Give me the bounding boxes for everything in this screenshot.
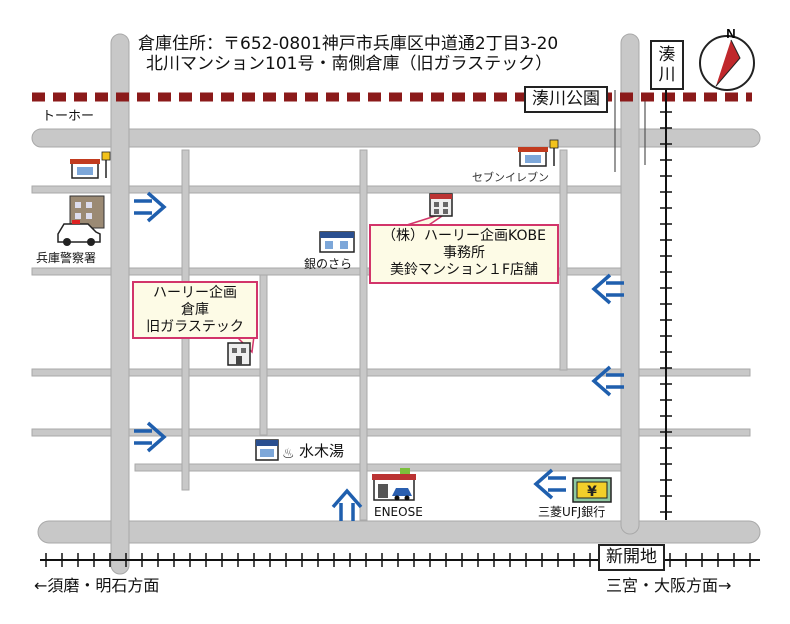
label-mizukiyu: 水木湯 <box>299 442 345 460</box>
label-minatogawa: 湊川 <box>650 40 684 90</box>
convenience-store-24-icon <box>70 151 111 179</box>
label-east-direction: 三宮・大阪方面→ <box>606 576 732 595</box>
arrow-right-1 <box>132 191 166 223</box>
label-police: 兵庫警察署 <box>36 251 97 265</box>
warehouse-callout-line-1: ハーリー企画 <box>153 285 237 301</box>
address-line-1: 倉庫住所：〒652-0801神戸市兵庫区中道通2丁目3-20 <box>138 34 559 54</box>
arrow-up-1 <box>331 489 363 523</box>
office-callout-line-3: 美鈴マンション１F店舗 <box>389 262 539 278</box>
street-h5 <box>134 463 631 472</box>
road-main-south <box>37 520 761 544</box>
road-tohoh <box>31 128 761 148</box>
road-west <box>110 33 130 575</box>
arrow-right-2 <box>132 421 166 453</box>
bank-glyph: ¥ <box>587 484 597 500</box>
arrow-left-1 <box>592 273 626 305</box>
onsen-icon: ♨ <box>282 446 295 462</box>
street-h3 <box>31 368 751 377</box>
label-minatogawa-park: 湊川公園 <box>524 86 608 113</box>
warehouse-callout-line-3: 旧ガラステック <box>146 319 244 335</box>
warehouse-callout-line-2: 倉庫 <box>181 302 209 318</box>
label-tohoh: トーホー <box>42 109 95 124</box>
street-v2 <box>259 274 268 436</box>
label-ginnosara: 銀のさら <box>304 257 353 271</box>
shop-icon <box>255 439 279 461</box>
shop-icon <box>319 231 355 253</box>
warehouse-callout: ハーリー企画 倉庫 旧ガラステック <box>132 281 258 339</box>
yen-bank-icon: ¥ <box>572 477 612 503</box>
road-network <box>31 33 761 575</box>
building-icon <box>429 193 453 217</box>
arrow-left-3 <box>534 468 568 500</box>
office-callout: （株）ハーリー企画KOBE 事務所 美鈴マンション１F店舗 <box>369 224 559 284</box>
label-eneos: ENEOSE <box>374 505 423 519</box>
street-h4 <box>31 428 751 437</box>
convenience-store-24-icon <box>518 139 559 167</box>
label-ufj: 三菱UFJ銀行 <box>538 505 606 519</box>
building-icon <box>227 342 251 366</box>
label-shinkaichi: 新開地 <box>598 544 665 571</box>
office-callout-line-1: （株）ハーリー企画KOBE <box>382 228 546 244</box>
road-divider <box>614 90 646 172</box>
subway-ticks <box>660 111 672 513</box>
gas-station-icon <box>372 468 416 501</box>
address-line-2: 北川マンション101号・南側倉庫（旧ガラステック） <box>146 54 553 74</box>
street-v4 <box>559 149 568 371</box>
office-callout-line-2: 事務所 <box>443 245 485 261</box>
compass-letter: N <box>726 26 735 41</box>
label-seven-eleven: セブンイレブン <box>472 171 549 184</box>
police-car-icon <box>57 195 105 246</box>
label-west-direction: ←須磨・明石方面 <box>34 576 160 595</box>
compass-north-icon: N <box>699 26 755 91</box>
street-v3 <box>359 149 368 521</box>
